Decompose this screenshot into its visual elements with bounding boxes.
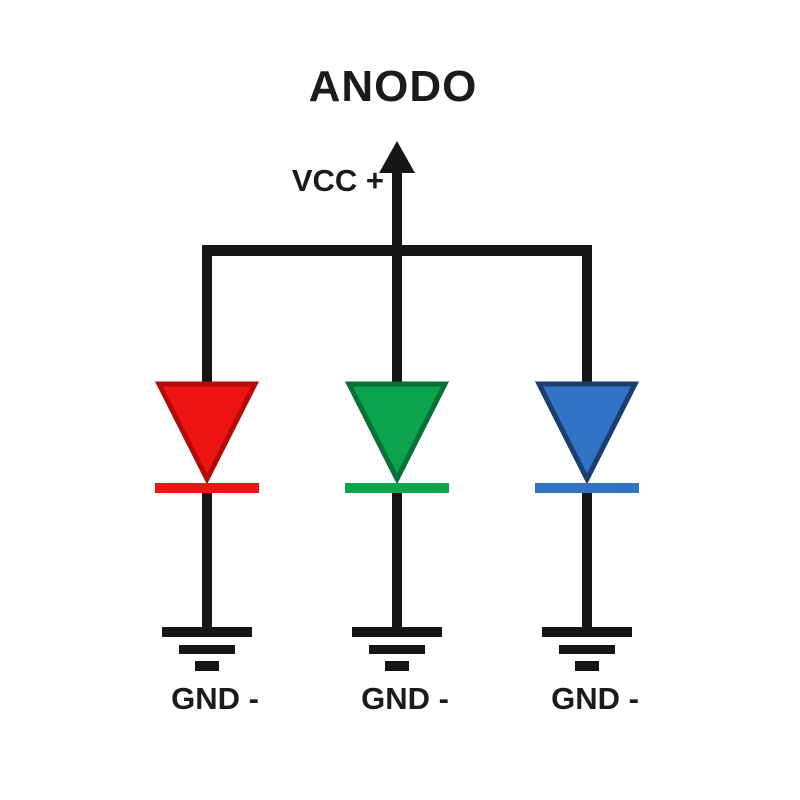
diode-triangle-icon bbox=[535, 381, 639, 483]
ground-icon bbox=[542, 627, 632, 637]
anode-wire bbox=[392, 245, 402, 386]
diode-triangle-blue bbox=[535, 381, 639, 483]
gnd-label-red: GND - bbox=[171, 681, 259, 716]
ground-icon bbox=[575, 661, 599, 671]
anode-wire bbox=[582, 245, 592, 386]
ground-icon bbox=[559, 645, 615, 654]
arrow-up-icon bbox=[379, 141, 415, 173]
gnd-label-blue: GND - bbox=[551, 681, 639, 716]
diode-triangle-icon bbox=[345, 381, 449, 483]
ground-icon bbox=[162, 627, 252, 637]
branch-blue: GND - bbox=[507, 245, 667, 745]
diode-cathode-bar-red bbox=[155, 483, 259, 493]
diode-cathode-bar-green bbox=[345, 483, 449, 493]
cathode-wire bbox=[202, 493, 212, 630]
anode-wire bbox=[202, 245, 212, 386]
ground-icon bbox=[385, 661, 409, 671]
diode-triangle-icon bbox=[155, 381, 259, 483]
branch-red: GND - bbox=[127, 245, 287, 745]
cathode-wire bbox=[582, 493, 592, 630]
ground-icon bbox=[195, 661, 219, 671]
vcc-label: VCC + bbox=[291, 163, 384, 198]
cathode-wire bbox=[392, 493, 402, 630]
ground-icon bbox=[179, 645, 235, 654]
branch-green: GND - bbox=[317, 245, 477, 745]
diode-cathode-bar-blue bbox=[535, 483, 639, 493]
gnd-label-green: GND - bbox=[361, 681, 449, 716]
diode-triangle-red bbox=[155, 381, 259, 483]
diode-triangle-green bbox=[345, 381, 449, 483]
ground-icon bbox=[352, 627, 442, 637]
diagram-title: ANODO bbox=[308, 62, 478, 111]
ground-icon bbox=[369, 645, 425, 654]
